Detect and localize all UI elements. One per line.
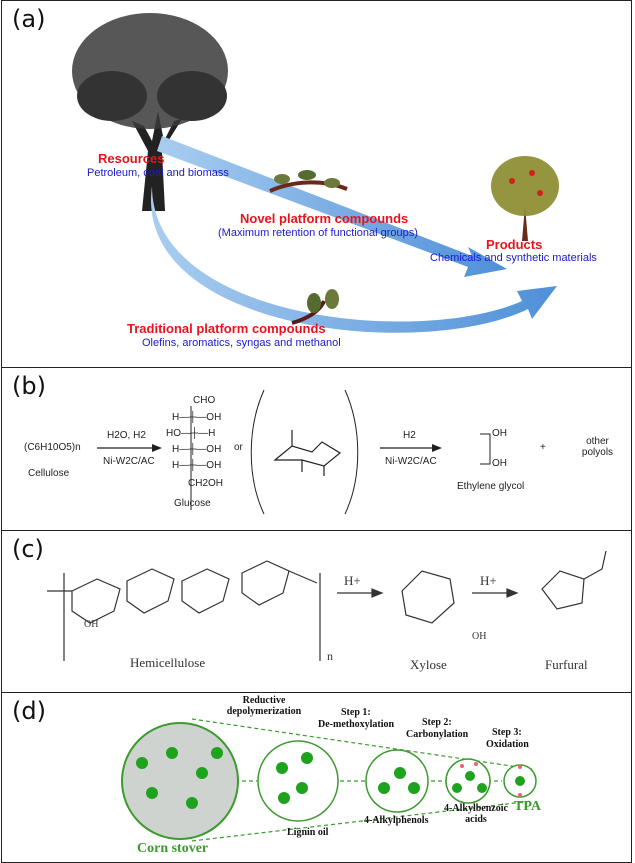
oh-label: OH <box>472 631 487 642</box>
panel-a-graphics <box>72 13 559 333</box>
panel-c: (c) H+ H+ n OH OH Hemicellulose Xylose F… <box>1 530 632 693</box>
step1-reagents: H2O, H2 <box>107 430 146 441</box>
panel-c-label: (c) <box>12 535 44 563</box>
glucose-label: Glucose <box>174 498 211 509</box>
fischer-line: CHO <box>193 395 216 406</box>
other-polyols-label: other polyols <box>581 436 614 458</box>
furfural-ring <box>541 550 607 610</box>
step2-name: Carbonylation <box>406 729 469 740</box>
novel-subtitle: (Maximum retention of functional groups) <box>218 227 418 239</box>
panel-b-graphics <box>97 389 491 515</box>
aromatic-ring-markers <box>136 747 525 809</box>
traditional-subtitle: Olefins, aromatics, syngas and methanol <box>142 337 341 349</box>
plus-sign: + <box>540 442 546 453</box>
ethylene-glycol-label: Ethylene glycol <box>457 481 525 492</box>
novel-route-arrow <box>157 136 507 277</box>
panel-d-label: (d) <box>12 697 46 725</box>
step1-label: Step 1: <box>341 707 371 718</box>
panel-d: (d) Reductive depolymerization Step 1: D… <box>1 692 632 863</box>
cellulose-label: Cellulose <box>28 468 70 479</box>
step2-catalyst: Ni-W2C/AC <box>385 456 437 467</box>
alkylphenols-label: 4-Alkylphenols <box>364 815 429 826</box>
resources-title: Resources <box>98 151 165 166</box>
acid-catalyst-2: H+ <box>480 573 497 588</box>
alkylbenzoic-acids-label: 4-Alkylbenzoic acids <box>444 803 508 825</box>
step1-catalyst: Ni-W2C/AC <box>103 456 155 467</box>
traditional-title: Traditional platform compounds <box>127 321 326 336</box>
products-title: Products <box>486 237 543 252</box>
fischer-line: H—┼—OH <box>172 460 222 471</box>
glucose-ring <box>273 430 342 476</box>
panel-a-label: (a) <box>12 5 46 33</box>
cellulose-formula: (C6H10O5)n <box>24 442 81 453</box>
novel-title: Novel platform compounds <box>240 211 409 226</box>
furfural-label: Furfural <box>545 657 588 672</box>
panel-b: (b) (C6H10O5)n Cellulose H2O, H2 Ni-W2C/… <box>1 367 632 531</box>
hemicellulose-label: Hemicellulose <box>130 655 206 670</box>
eg-oh-top: OH <box>492 428 507 439</box>
small-tree-icon <box>491 156 559 241</box>
products-subtitle: Chemicals and synthetic materials <box>430 252 597 264</box>
panel-a: (a) <box>1 0 632 368</box>
hemicellulose-rings <box>47 560 318 624</box>
panel-c-graphics <box>47 550 607 661</box>
lignin-oil-label: Lignin oil <box>287 827 329 838</box>
acid-catalyst-1: H+ <box>344 573 361 588</box>
eg-oh-bottom: OH <box>492 458 507 469</box>
repeat-n: n <box>327 649 333 663</box>
fischer-line: HO—┼—H <box>166 428 216 439</box>
panel-b-label: (b) <box>12 372 46 400</box>
step3-name: Oxidation <box>486 739 529 750</box>
step1-name: De-methoxylation <box>318 719 395 730</box>
step3-label: Step 3: <box>492 727 522 738</box>
fischer-line: CH2OH <box>188 478 224 489</box>
xylose-label: Xylose <box>410 657 447 672</box>
corn-stover-label: Corn stover <box>137 841 209 856</box>
fischer-line: H—┼—OH <box>172 412 222 423</box>
xylose-ring <box>401 570 455 624</box>
oh-label: OH <box>84 619 99 630</box>
big-tree-icon <box>72 13 228 211</box>
step2-reagent: H2 <box>403 430 416 441</box>
resources-subtitle: Petroleum, coal and biomass <box>87 167 229 179</box>
fischer-line: H—┼—OH <box>172 444 222 455</box>
panel-d-graphics <box>121 718 537 842</box>
or-label: or <box>234 442 243 453</box>
tpa-label: TPA <box>514 799 541 814</box>
sprout-icon <box>291 289 339 325</box>
branch-icon <box>269 170 348 193</box>
corn-stover-circle <box>121 722 239 840</box>
reductive-depolymerization-label: Reductive depolymerization <box>226 695 302 717</box>
step2-label: Step 2: <box>422 717 452 728</box>
